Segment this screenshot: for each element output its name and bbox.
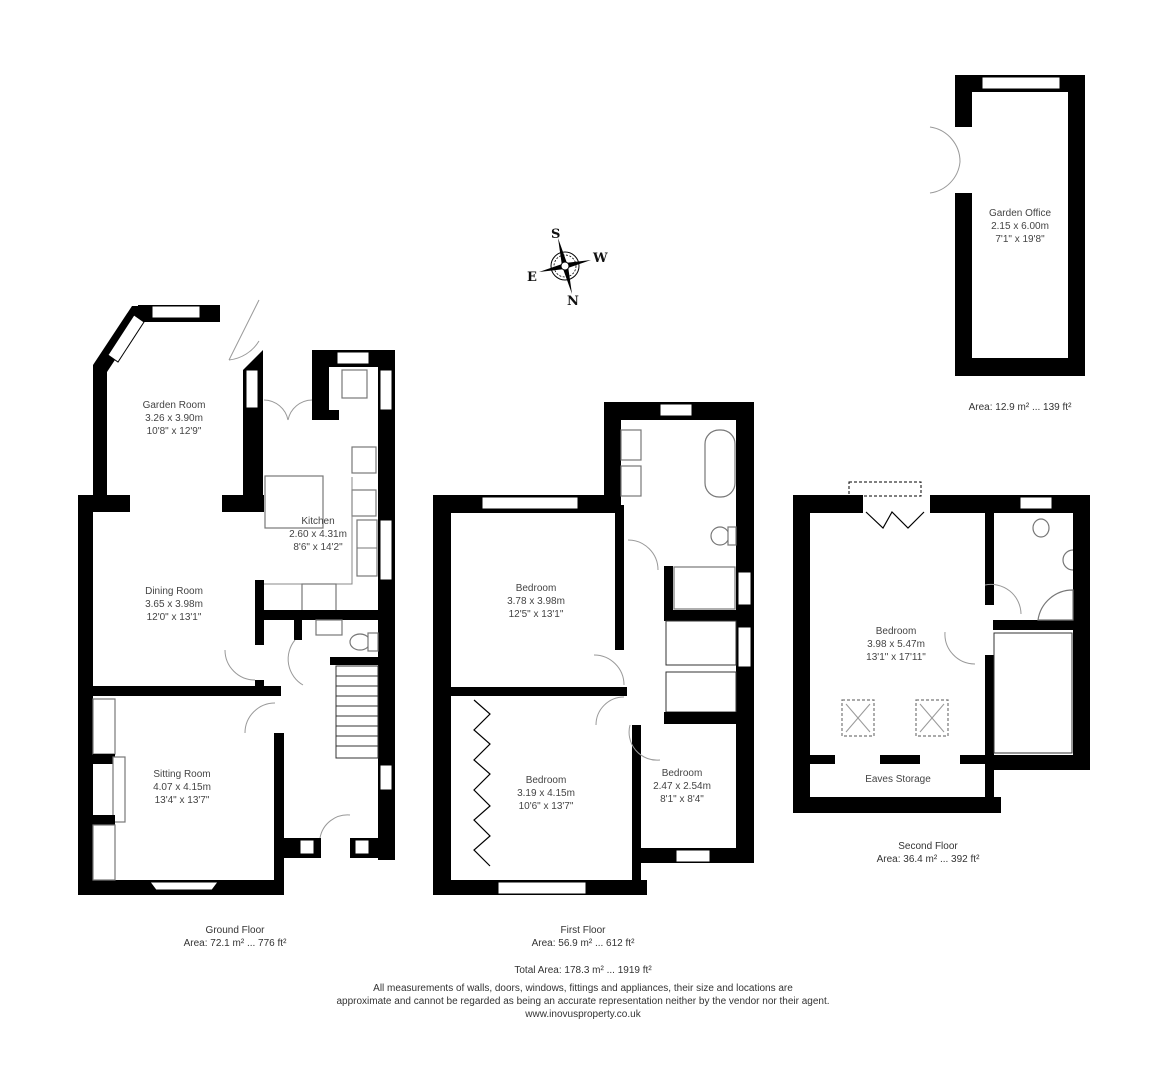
room-imperial: 12'0" x 13'1" [146, 612, 202, 623]
disclaimer-line-2: approximate and cannot be regarded as be… [336, 996, 830, 1007]
room-name: Bedroom [661, 768, 703, 779]
room-imperial: 13'1" x 17'11" [866, 652, 926, 663]
garden-office-area: Area: 12.9 m² ... 139 ft² [968, 402, 1072, 413]
website-link[interactable]: www.inovusproperty.co.uk [525, 1009, 641, 1020]
room-imperial: 10'8" x 12'9" [146, 426, 202, 437]
room-name: Bedroom [525, 775, 567, 786]
room-name: Kitchen [301, 516, 335, 527]
total-area: Total Area: 178.3 m² ... 1919 ft² [514, 965, 652, 976]
ground-floor-plan [78, 299, 395, 895]
room-metric: 3.98 x 5.47m [867, 639, 925, 650]
room-name: Bedroom [875, 626, 917, 637]
room-name: Eaves Storage [865, 774, 931, 785]
room-label-bedroom-1: Bedroom 3.78 x 3.98m 12'5" x 13'1" [507, 582, 565, 621]
room-name: Bedroom [515, 583, 557, 594]
room-label-bedroom-2: Bedroom 3.19 x 4.15m 10'6" x 13'7" [517, 774, 575, 813]
ground-floor-caption: Ground Floor Area: 72.1 m² ... 776 ft² [184, 924, 287, 950]
floor-area: Area: 56.9 m² ... 612 ft² [531, 938, 635, 949]
compass-letter-left: E [527, 270, 537, 285]
floor-title: First Floor [560, 925, 606, 936]
room-name: Garden Room [142, 400, 206, 411]
room-imperial: 12'5" x 13'1" [508, 609, 564, 620]
floor-title: Second Floor [898, 841, 958, 852]
room-label-sitting-room: Sitting Room 4.07 x 4.15m 13'4" x 13'7" [153, 768, 211, 807]
disclaimer-line-1: All measurements of walls, doors, window… [373, 983, 793, 994]
room-label-bedroom-3: Bedroom 2.47 x 2.54m 8'1" x 8'4" [653, 767, 711, 806]
room-imperial: 8'6" x 14'2" [293, 542, 343, 553]
room-metric: 2.15 x 6.00m [991, 221, 1049, 232]
room-label-eaves-storage: Eaves Storage [865, 773, 931, 786]
room-imperial: 7'1" x 19'8" [995, 234, 1045, 245]
room-name: Dining Room [145, 586, 203, 597]
room-metric: 4.07 x 4.15m [153, 782, 211, 793]
room-label-second-floor-bedroom: Bedroom 3.98 x 5.47m 13'1" x 17'11" [866, 625, 926, 664]
room-name: Garden Office [988, 208, 1052, 219]
room-imperial: 10'6" x 13'7" [518, 801, 574, 812]
compass-letter-top: S [551, 227, 561, 242]
compass-letter-bottom: N [567, 294, 579, 309]
room-imperial: 13'4" x 13'7" [154, 795, 210, 806]
floor-area: Area: 72.1 m² ... 776 ft² [183, 938, 287, 949]
room-metric: 3.65 x 3.98m [145, 599, 203, 610]
disclaimer: All measurements of walls, doors, window… [336, 982, 829, 1021]
room-label-garden-room: Garden Room 3.26 x 3.90m 10'8" x 12'9" [143, 399, 206, 438]
room-label-kitchen: Kitchen 2.60 x 4.31m 8'6" x 14'2" [289, 515, 347, 554]
compass-letter-right: W [593, 251, 608, 266]
first-floor-plan [433, 402, 754, 895]
garden-office-plan [929, 75, 1085, 376]
floor-title: Ground Floor [205, 925, 265, 936]
room-label-garden-office: Garden Office 2.15 x 6.00m 7'1" x 19'8" [989, 207, 1051, 246]
first-floor-caption: First Floor Area: 56.9 m² ... 612 ft² [532, 924, 635, 950]
room-metric: 3.26 x 3.90m [145, 413, 203, 424]
compass-rose-icon [539, 238, 591, 294]
second-floor-caption: Second Floor Area: 36.4 m² ... 392 ft² [877, 840, 980, 866]
room-label-dining-room: Dining Room 3.65 x 3.98m 12'0" x 13'1" [145, 585, 203, 624]
room-metric: 3.19 x 4.15m [517, 788, 575, 799]
room-metric: 2.60 x 4.31m [289, 529, 347, 540]
second-floor-plan [793, 481, 1090, 813]
room-metric: 3.78 x 3.98m [507, 596, 565, 607]
floor-area: Area: 36.4 m² ... 392 ft² [876, 854, 980, 865]
room-name: Sitting Room [153, 769, 211, 780]
room-imperial: 8'1" x 8'4" [660, 794, 704, 805]
room-metric: 2.47 x 2.54m [653, 781, 711, 792]
